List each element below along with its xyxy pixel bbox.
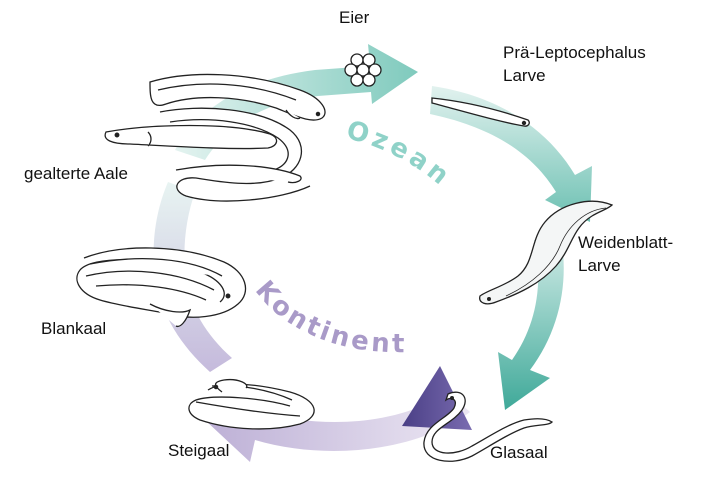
zone-label-ocean: Ozean bbox=[343, 115, 457, 193]
label-eggs: Eier bbox=[339, 6, 369, 29]
label-elver: Steigaal bbox=[168, 439, 229, 462]
elver-illustration bbox=[189, 380, 314, 429]
label-aged-eels: gealterte Aale bbox=[24, 162, 128, 185]
label-silver-eel: Blankaal bbox=[41, 317, 106, 340]
zone-label-continent: Kontinent bbox=[249, 275, 407, 359]
label-willow-leaf-larva-line2: Larve bbox=[578, 254, 673, 277]
label-willow-leaf-larva: Weidenblatt- Larve bbox=[578, 231, 673, 277]
aged-eels-illustration bbox=[105, 74, 325, 201]
silver-eel-illustration bbox=[77, 248, 246, 326]
label-willow-leaf-larva-line1: Weidenblatt- bbox=[578, 231, 673, 254]
label-glass-eel: Glasaal bbox=[490, 441, 548, 464]
label-pre-leptocephalus-line1: Prä-Leptocephalus bbox=[503, 41, 646, 64]
label-pre-leptocephalus: Prä-Leptocephalus Larve bbox=[503, 41, 646, 87]
label-pre-leptocephalus-line2: Larve bbox=[503, 64, 646, 87]
